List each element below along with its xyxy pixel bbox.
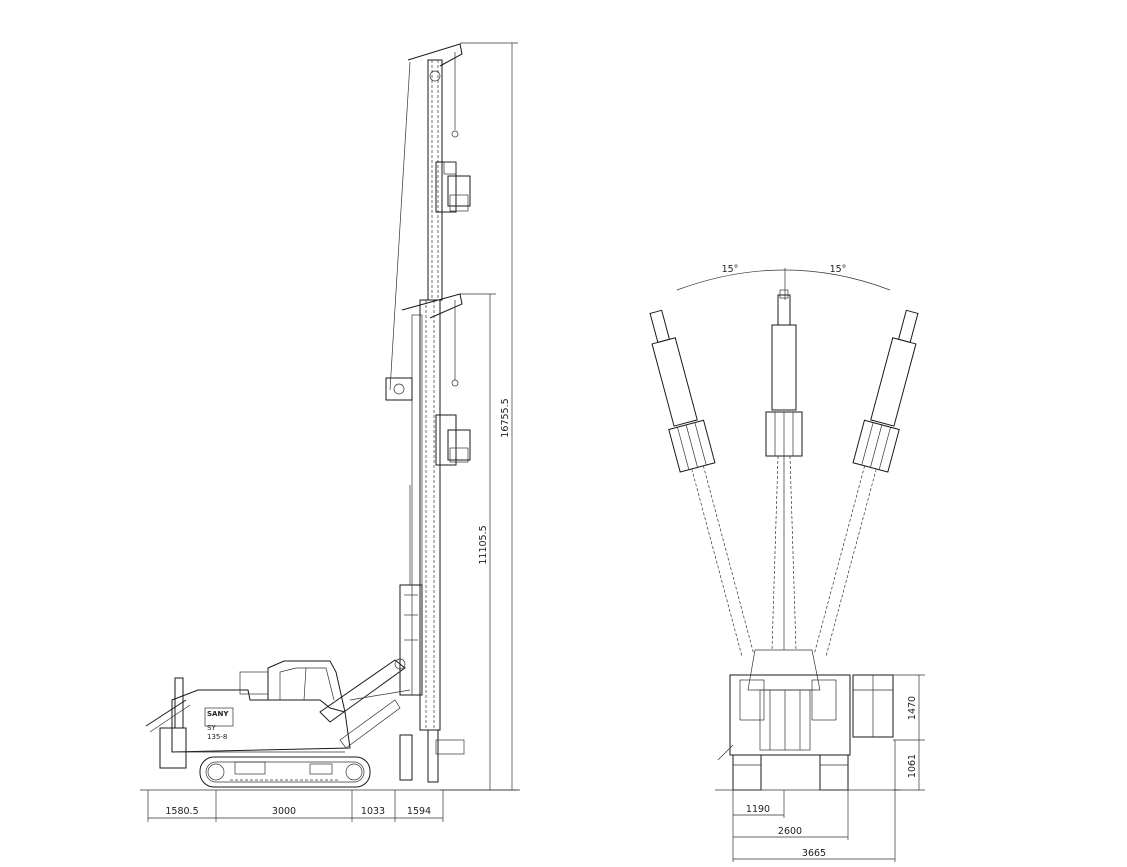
dim-tilt-right: 15° — [830, 264, 847, 275]
dim-track-height: 1061 — [907, 754, 918, 778]
front-view: 15° 15° — [649, 264, 925, 862]
mast-base — [399, 485, 465, 783]
lower-mast — [385, 293, 463, 731]
dim-rear-overhang: 1580.5 — [165, 806, 198, 817]
dim-working-radius: 1594 — [407, 806, 431, 817]
model-label-1: SY — [207, 724, 216, 732]
dim-front-offset: 1033 — [361, 806, 385, 817]
dim-overall-width: 3665 — [802, 848, 826, 859]
boom-linkage — [319, 658, 411, 749]
model-label-2: 135-8 — [207, 733, 227, 741]
upper-drill-head — [435, 161, 471, 213]
dim-cab-height: 1470 — [907, 696, 918, 720]
dim-track-gauge: 2600 — [778, 826, 802, 837]
right-tilted-mast — [814, 309, 919, 657]
upper-body — [145, 671, 351, 769]
front-vertical-dimensions: 1470 1061 — [893, 674, 925, 791]
operator-cab — [267, 660, 346, 713]
upper-mast — [389, 43, 463, 391]
dim-mast-height: 11105.5 — [478, 525, 489, 564]
front-horizontal-dimensions: 1190 2600 3665 — [732, 740, 896, 862]
side-view: SANY SY 135-8 — [140, 42, 520, 822]
dim-half-width: 1190 — [746, 804, 770, 815]
crawler-track — [199, 756, 371, 788]
dim-tilt-left: 15° — [722, 264, 739, 275]
lower-drill-head — [435, 414, 471, 466]
left-tilted-mast — [649, 309, 754, 657]
side-vertical-dimensions: 16755.5 11105.5 — [440, 42, 518, 791]
side-horizontal-dimensions: 1580.5 3000 1033 1594 — [147, 790, 444, 822]
dim-track-length: 3000 — [272, 806, 296, 817]
machine-label: SANY SY 135-8 — [207, 710, 229, 741]
base-machine-front — [717, 649, 894, 791]
brand-label: SANY — [207, 710, 229, 718]
dim-total-height: 16755.5 — [500, 398, 511, 437]
center-mast — [765, 289, 803, 651]
